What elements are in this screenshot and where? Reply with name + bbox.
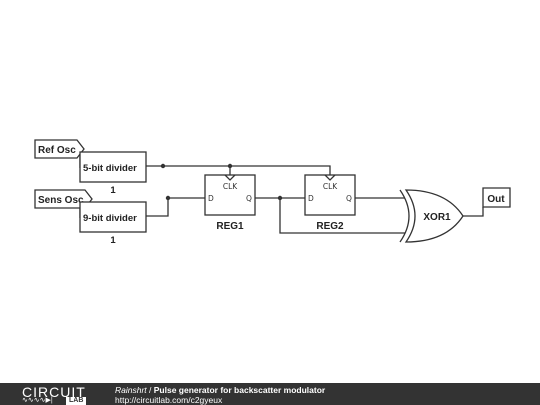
circuit-title[interactable]: Pulse generator for backscatter modulato… bbox=[153, 385, 326, 395]
reg1-d-pin: D bbox=[208, 194, 214, 203]
divider-9bit-label: 9-bit divider bbox=[83, 213, 137, 224]
logo-circuit-text: CIRCUIT bbox=[22, 384, 86, 400]
wire-xor-out bbox=[463, 207, 484, 217]
circuit-info: Rainshrt / Pulse generator for backscatt… bbox=[115, 385, 325, 405]
xor-name: XOR1 bbox=[423, 212, 451, 223]
xor-gate[interactable]: XOR1 bbox=[399, 189, 464, 243]
sens-osc-label: Sens Osc bbox=[38, 195, 84, 206]
reg2-name: REG2 bbox=[316, 221, 344, 232]
reg1-q-pin: Q bbox=[246, 194, 252, 203]
register-reg2[interactable]: CLK D Q REG2 bbox=[304, 174, 356, 232]
reg1-name: REG1 bbox=[216, 221, 244, 232]
xor-extra-arc bbox=[399, 189, 410, 243]
wire-reg1-xor bbox=[279, 198, 405, 234]
footer-bar: CIRCUIT ∿∿∿∿▶| LAB Rainshrt / Pulse gene… bbox=[0, 383, 540, 405]
register-reg1[interactable]: CLK D Q REG1 bbox=[204, 174, 256, 232]
ref-osc-label: Ref Osc bbox=[38, 145, 76, 156]
out-tag[interactable]: Out bbox=[482, 187, 511, 208]
junction-dot bbox=[165, 195, 171, 201]
wire-clock-bus bbox=[146, 165, 331, 175]
divider-9bit[interactable]: 9-bit divider 1 bbox=[79, 201, 147, 246]
junctions bbox=[160, 163, 283, 201]
ref-osc-tag[interactable]: Ref Osc bbox=[34, 139, 85, 159]
circuit-title-line: Rainshrt / Pulse generator for backscatt… bbox=[115, 385, 325, 395]
divider-5bit[interactable]: 5-bit divider 1 bbox=[79, 151, 147, 196]
reg2-d-pin: D bbox=[308, 194, 314, 203]
circuit-schematic: Ref Osc Sens Osc 5-bit divider 1 9-bit d… bbox=[34, 139, 511, 246]
author-link[interactable]: Rainshrt bbox=[115, 385, 147, 395]
divider-9bit-value: 1 bbox=[110, 235, 116, 246]
junction-dot bbox=[160, 163, 166, 169]
junction-dot bbox=[277, 195, 283, 201]
divider-5bit-value: 1 bbox=[110, 185, 116, 196]
divider-5bit-label: 5-bit divider bbox=[83, 163, 137, 174]
circuitlab-logo[interactable]: CIRCUIT ∿∿∿∿▶| LAB bbox=[22, 384, 87, 405]
reg1-clk-pin: CLK bbox=[223, 182, 238, 191]
junction-dot bbox=[227, 163, 233, 169]
reg2-clk-pin: CLK bbox=[323, 182, 338, 191]
title-separator: / bbox=[146, 385, 154, 395]
logo-bottom: ∿∿∿∿▶| LAB bbox=[22, 397, 92, 405]
logo-lab-text: LAB bbox=[66, 397, 87, 405]
circuit-url[interactable]: http://circuitlab.com/c2gyeux bbox=[115, 395, 223, 405]
wire-div9-reg1 bbox=[146, 197, 205, 217]
reg2-q-pin: Q bbox=[346, 194, 352, 203]
out-label: Out bbox=[487, 194, 505, 205]
waveform-icon: ∿∿∿∿▶| bbox=[22, 397, 53, 404]
clock-triangle-icon bbox=[224, 174, 236, 181]
clock-triangle-icon bbox=[324, 174, 336, 181]
